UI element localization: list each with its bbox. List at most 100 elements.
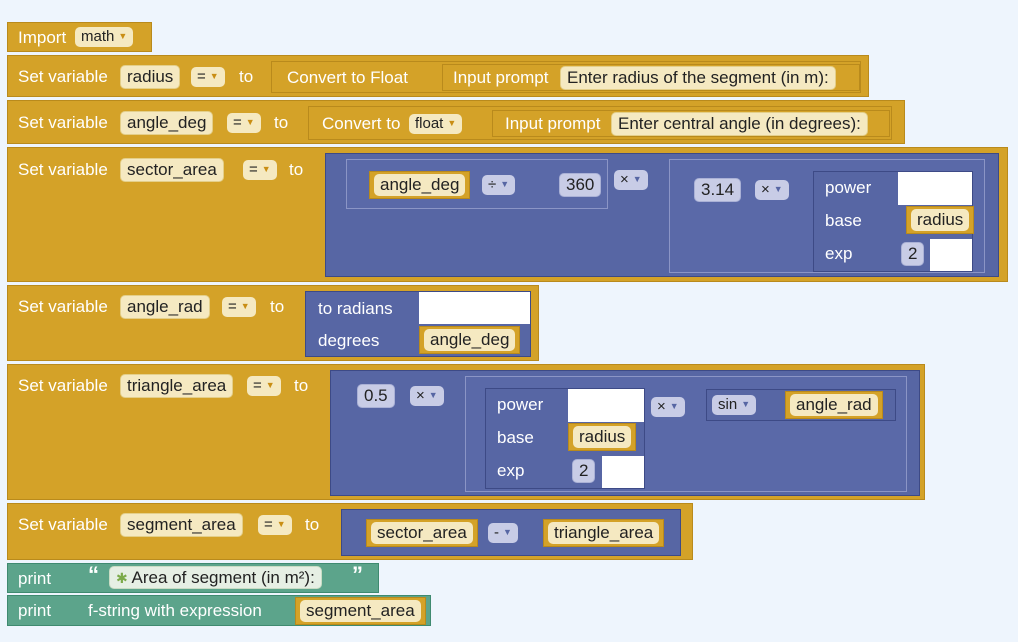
input-prompt-block[interactable]: Input prompt Enter radius of the segment…	[442, 64, 860, 91]
chevron-down-icon: ▼	[741, 399, 751, 409]
degrees-label: degrees	[318, 331, 380, 350]
multiply-block[interactable]: angle_deg ÷▼ 360 ×▼ 3.14 ×▼ power base r…	[325, 153, 999, 277]
print-text[interactable]: ✱ Area of segment (in m²):	[109, 566, 322, 589]
assign-op-dropdown[interactable]: =▼	[227, 113, 261, 133]
chevron-down-icon: ▼	[209, 71, 219, 81]
set-triangle-area-block[interactable]: Set variable triangle_area =▼ to 0.5 ×▼ …	[7, 364, 925, 500]
var-name-sector-area[interactable]: sector_area	[120, 158, 224, 182]
var-ref-radius[interactable]: radius	[568, 423, 637, 451]
radians-empty-slot	[419, 292, 530, 324]
multiply-op-dropdown[interactable]: ×▼	[410, 386, 444, 406]
import-block[interactable]: Import math▼	[7, 22, 152, 52]
print-fstring-block[interactable]: print f-string with expression segment_a…	[7, 595, 431, 626]
set-angle-rad-block[interactable]: Set variable angle_rad =▼ to to radians …	[7, 285, 539, 361]
number-half[interactable]: 0.5	[357, 384, 395, 408]
to-label: to	[289, 160, 304, 179]
assign-op: =	[249, 161, 258, 178]
trig-func-dropdown[interactable]: sin▼	[712, 395, 757, 415]
chevron-down-icon: ▼	[428, 390, 438, 400]
set-segment-area-block[interactable]: Set variable segment_area =▼ to sector_a…	[7, 503, 693, 560]
multiply-op-dropdown-2[interactable]: ×▼	[651, 397, 685, 417]
chevron-down-icon: ▼	[118, 31, 128, 41]
power-empty-slot	[898, 172, 972, 205]
quote-close-icon: ”	[352, 562, 363, 587]
assign-op-dropdown[interactable]: =▼	[222, 297, 256, 317]
var-name-triangle-area[interactable]: triangle_area	[120, 374, 234, 398]
convert-type: float	[415, 115, 444, 132]
module-dropdown[interactable]: math▼	[75, 27, 134, 47]
assign-op-dropdown[interactable]: =▼	[243, 160, 277, 180]
multiply-op: ×	[620, 171, 629, 188]
set-label: Set variable	[18, 67, 108, 86]
var-name-segment-area[interactable]: segment_area	[120, 513, 243, 537]
text-block[interactable]: “ ✱ Area of segment (in m²): ”	[76, 564, 376, 592]
var-ref-segment-area[interactable]: segment_area	[295, 597, 426, 625]
input-prompt-label: Input prompt	[505, 114, 601, 133]
set-label: Set variable	[18, 515, 108, 534]
var-name-radius[interactable]: radius	[120, 65, 181, 89]
sin-block[interactable]: sin▼ angle_rad	[706, 389, 896, 421]
subtract-block[interactable]: sector_area -▼ triangle_area	[341, 509, 681, 556]
assign-op-dropdown[interactable]: =▼	[191, 67, 225, 87]
chevron-down-icon: ▼	[261, 164, 271, 174]
exp-label: exp	[825, 244, 853, 263]
assign-op-dropdown[interactable]: =▼	[258, 515, 292, 535]
var-ref-radius[interactable]: radius	[906, 206, 975, 234]
convert-type-dropdown[interactable]: float▼	[409, 114, 463, 134]
number-360[interactable]: 360	[559, 173, 602, 197]
exp-empty-slot	[930, 239, 972, 271]
power-block[interactable]: power base radius exp 2	[813, 171, 975, 272]
exp-label: exp	[497, 461, 525, 480]
power-empty-slot	[568, 389, 644, 422]
to-label: to	[305, 515, 320, 534]
chevron-down-icon: ▼	[773, 184, 783, 194]
multiply-op-dropdown-2[interactable]: ×▼	[755, 180, 789, 200]
multiply-op: ×	[416, 387, 425, 404]
module-value: math	[81, 28, 115, 45]
assign-op: =	[233, 114, 242, 131]
convert-to-block[interactable]: Convert to float▼ Input prompt Enter cen…	[308, 106, 892, 140]
var-ref-angle-rad[interactable]: angle_rad	[785, 391, 883, 419]
pi-multiply-block[interactable]: 3.14 ×▼ power base radius exp 2	[669, 159, 985, 273]
var-ref-angle-deg[interactable]: angle_deg	[369, 171, 471, 199]
number-pi[interactable]: 3.14	[694, 178, 742, 202]
var-name-angle-rad[interactable]: angle_rad	[120, 295, 210, 319]
number-exp[interactable]: 2	[901, 242, 925, 266]
var-ref-angle-deg[interactable]: angle_deg	[419, 326, 521, 354]
print-text-value: Area of segment (in m²):	[131, 568, 315, 587]
input-prompt-block[interactable]: Input prompt Enter central angle (in deg…	[492, 110, 890, 137]
chevron-down-icon: ▼	[503, 527, 512, 537]
chevron-down-icon: ▼	[245, 117, 255, 127]
prompt-text[interactable]: Enter radius of the segment (in m):	[560, 66, 836, 90]
set-angle-deg-block[interactable]: Set variable angle_deg =▼ to Convert to …	[7, 100, 905, 144]
chevron-down-icon: ▼	[632, 174, 642, 184]
multiply-op-dropdown[interactable]: ×▼	[614, 170, 648, 190]
half-multiply-block[interactable]: 0.5 ×▼ power base radius exp 2 ×▼ sin▼ a…	[330, 370, 920, 496]
exp-empty-slot	[602, 456, 644, 488]
chevron-down-icon: ▼	[669, 401, 679, 411]
to-radians-block[interactable]: to radians degrees angle_deg	[305, 291, 531, 357]
print-label: print	[18, 601, 52, 620]
power-label: power	[497, 395, 544, 414]
convert-float-block[interactable]: Convert to Float Input prompt Enter radi…	[271, 61, 861, 93]
number-exp[interactable]: 2	[572, 459, 596, 483]
chevron-down-icon: ▼	[265, 380, 275, 390]
assign-op-dropdown[interactable]: =▼	[247, 376, 281, 396]
power-block[interactable]: power base radius exp 2	[485, 388, 645, 489]
var-ref-sector-area[interactable]: sector_area	[366, 519, 478, 547]
to-label: to	[270, 297, 285, 316]
var-ref-triangle-area[interactable]: triangle_area	[543, 519, 665, 547]
trig-func: sin	[718, 396, 738, 413]
assign-op: =	[197, 68, 206, 85]
prompt-text[interactable]: Enter central angle (in degrees):	[611, 112, 868, 136]
set-sector-area-block[interactable]: Set variable sector_area =▼ to angle_deg…	[7, 147, 1008, 282]
divide-op-dropdown[interactable]: ÷▼	[482, 175, 516, 195]
sparkle-icon: ✱	[116, 570, 128, 586]
var-name-angle-deg[interactable]: angle_deg	[120, 111, 214, 135]
power-sin-multiply-block[interactable]: power base radius exp 2 ×▼ sin▼ angle_ra…	[465, 376, 907, 492]
subtract-op-dropdown[interactable]: -▼	[488, 523, 518, 543]
base-label: base	[825, 211, 862, 230]
set-radius-block[interactable]: Set variable radius =▼ to Convert to Flo…	[7, 55, 869, 97]
print-text-block[interactable]: print “ ✱ Area of segment (in m²): ”	[7, 563, 379, 593]
divide-block[interactable]: angle_deg ÷▼ 360	[346, 159, 608, 209]
